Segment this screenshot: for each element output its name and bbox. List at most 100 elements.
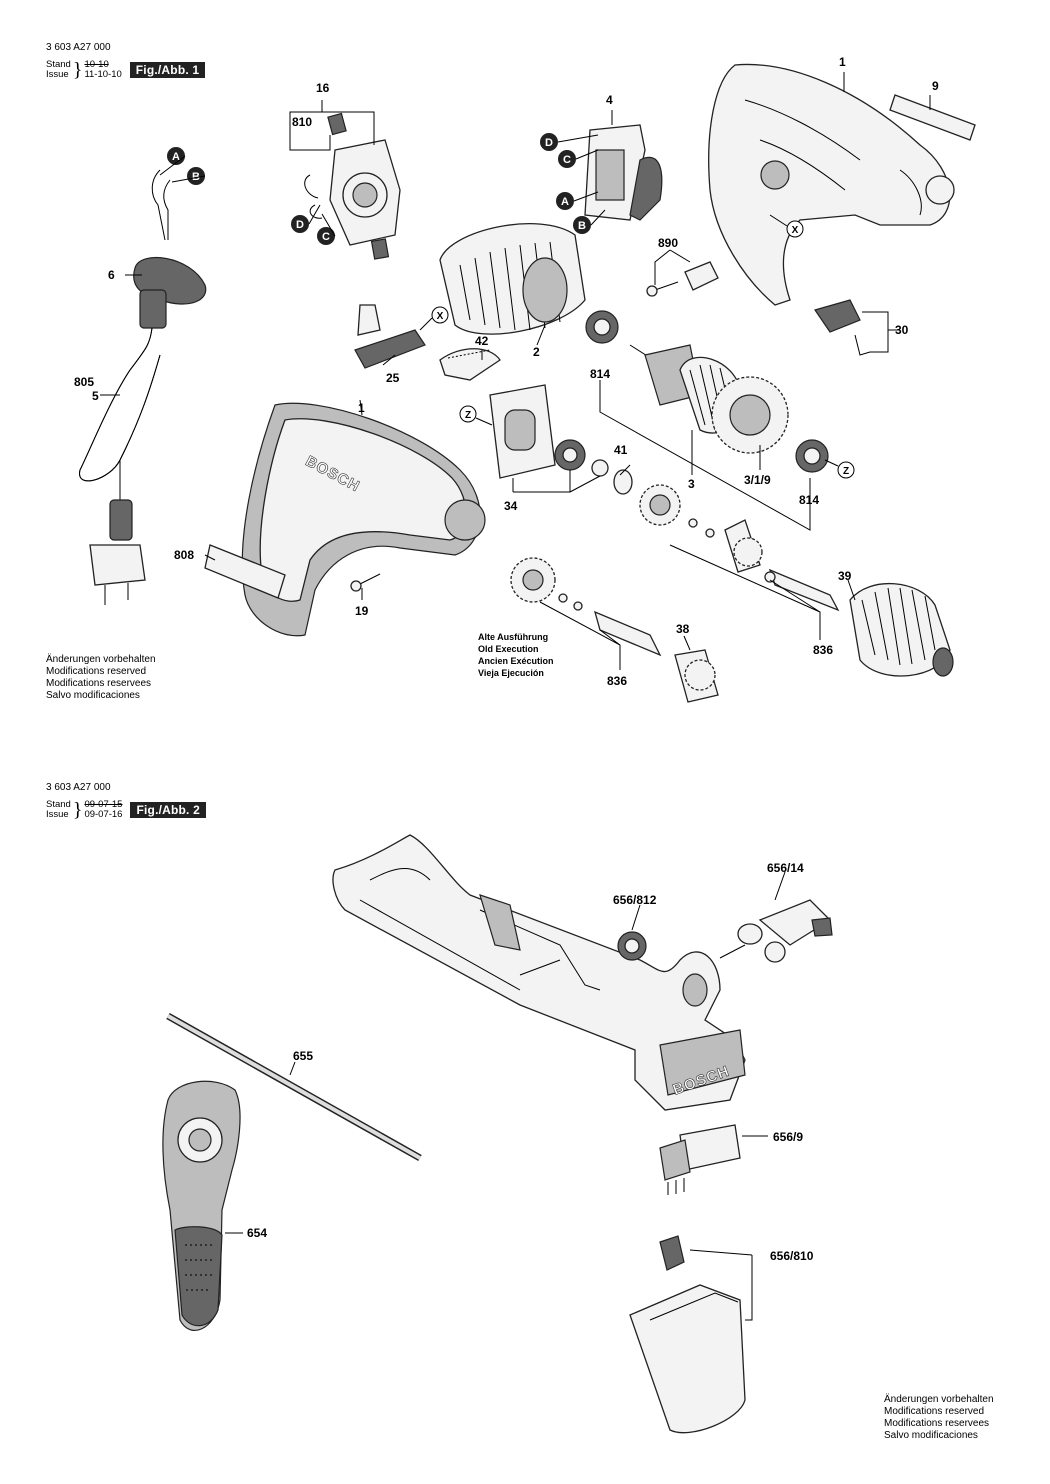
- label-3: 3: [688, 477, 695, 491]
- label-plate: [889, 94, 976, 141]
- label-2: 2: [533, 345, 540, 359]
- label-38: 38: [676, 622, 690, 636]
- label-16: 16: [316, 81, 330, 95]
- ring-z-plate: Z: [459, 405, 477, 423]
- label-814-right: 814: [799, 493, 819, 507]
- label-656-810: 656/810: [770, 1249, 814, 1263]
- wire-callouts: A B D C D C A B: [159, 133, 606, 245]
- label-1-drill: 1: [358, 401, 365, 415]
- callout-a-cord: A: [167, 147, 185, 165]
- field-stator: [439, 223, 586, 335]
- screw-bracket: [646, 261, 719, 297]
- ring-z-bearing: Z: [837, 461, 855, 479]
- svg-text:D: D: [545, 137, 553, 149]
- power-cord: [79, 169, 207, 605]
- label-836-old: 836: [607, 674, 627, 688]
- fig2-issue-label: Issue: [46, 809, 69, 820]
- svg-text:Z: Z: [465, 410, 471, 421]
- fig2-notes: Änderungen vorbehalten Modifications res…: [884, 1394, 994, 1442]
- label-808: 808: [174, 548, 194, 562]
- seal-ring: [617, 931, 647, 961]
- fig2-issue-value: 09-07-16: [84, 809, 123, 820]
- label-890: 890: [658, 236, 678, 250]
- fig2-badge: Fig./Abb. 2: [130, 802, 206, 818]
- fig1-issue-value: 11-10-10: [84, 69, 122, 80]
- note-en: Modifications reserved: [884, 1406, 985, 1417]
- fig2-stand-block: Stand Issue } 09-07-15 09-07-16 Fig./Abb…: [46, 800, 206, 820]
- old-sleeve: [674, 649, 719, 703]
- svg-text:D: D: [296, 219, 304, 231]
- fig2-stand-label: Stand: [46, 799, 71, 810]
- bearing-plate: [489, 384, 633, 495]
- callout-c-brush: C: [317, 227, 335, 245]
- labels-fig2: 656/14 656/812 655 656/9 654 656/810: [247, 861, 814, 1263]
- gear-sleeve: [688, 518, 763, 573]
- label-6: 6: [108, 268, 115, 282]
- note-de: Änderungen vorbehalten: [46, 654, 156, 665]
- brush-holder: [304, 112, 401, 260]
- svg-text:Z: Z: [843, 466, 849, 477]
- leader-lines-fig2: [225, 871, 786, 1321]
- svg-text:B: B: [192, 171, 200, 183]
- dust-extractor-arm: BOSCH: [332, 834, 746, 1111]
- label-654: 654: [247, 1226, 267, 1240]
- note-fr: Modifications reservees: [884, 1418, 990, 1429]
- note-fr: Modifications reservees: [46, 678, 152, 689]
- callout-d-switch: D: [540, 133, 558, 151]
- reference-rings: X X Z Z: [419, 214, 855, 479]
- fig2-stand-value: 09-07-15: [84, 799, 123, 810]
- bearing-left: [585, 310, 619, 344]
- housing-shell: [708, 63, 955, 306]
- brush-cover: [354, 304, 426, 369]
- filter-holder: [659, 1124, 741, 1195]
- bearing-right: [795, 439, 829, 473]
- callout-a-switch: A: [556, 192, 574, 210]
- drill-housing: BOSCH: [241, 402, 486, 637]
- label-9: 9: [932, 79, 939, 93]
- label-3-1-9: 3/1/9: [744, 473, 771, 487]
- svg-text:A: A: [172, 151, 180, 163]
- label-836-new: 836: [813, 643, 833, 657]
- brace-glyph: }: [72, 59, 83, 81]
- fig1-badge: Fig./Abb. 1: [129, 62, 206, 78]
- spring-clip: [439, 348, 501, 381]
- auxiliary-handle: [162, 1080, 241, 1331]
- label-4: 4: [606, 93, 613, 107]
- ring-x-cover: X: [431, 306, 449, 324]
- label-814-left: 814: [590, 367, 610, 381]
- label-39: 39: [838, 569, 852, 583]
- svg-text:A: A: [561, 196, 569, 208]
- chuck: [849, 582, 954, 677]
- note-es: Salvo modificaciones: [46, 690, 140, 701]
- label-42: 42: [475, 334, 489, 348]
- svg-text:Alte Ausführung: Alte Ausführung: [478, 632, 548, 642]
- label-30: 30: [895, 323, 909, 337]
- fig1-stand-block: Stand Issue } 10-10 11-10-10 Fig./Abb. 1: [46, 59, 206, 81]
- label-19: 19: [355, 604, 369, 618]
- labels-fig1: 16 810 4 1 9 6 890 30 42 25 2 814 805 5 …: [74, 55, 939, 688]
- gear-large: [639, 484, 681, 526]
- spindle: [764, 568, 840, 612]
- old-execution-note: Alte Ausführung Old Execution Ancien Exé…: [478, 632, 554, 678]
- fig1-header: 3 603 A27 000 Stand Issue } 10-10 11-10-…: [46, 42, 206, 81]
- clamp: [737, 899, 833, 963]
- label-656-812: 656/812: [613, 893, 657, 907]
- label-656-9: 656/9: [773, 1130, 803, 1144]
- label-1: 1: [839, 55, 846, 69]
- label-655: 655: [293, 1049, 313, 1063]
- fig1-notes: Änderungen vorbehalten Modifications res…: [46, 654, 156, 702]
- label-805: 805: [74, 375, 94, 389]
- label-810: 810: [292, 115, 312, 129]
- callout-b-switch: B: [573, 216, 591, 234]
- label-41: 41: [614, 443, 628, 457]
- label-25: 25: [386, 371, 400, 385]
- svg-text:C: C: [563, 154, 571, 166]
- fig1-doc-number: 3 603 A27 000: [46, 42, 111, 53]
- direction-switch: [814, 299, 871, 356]
- depth-rod: [166, 1012, 422, 1162]
- switch: [584, 124, 663, 221]
- svg-text:X: X: [437, 311, 444, 322]
- label-5: 5: [92, 389, 99, 403]
- brace-glyph: }: [72, 799, 83, 821]
